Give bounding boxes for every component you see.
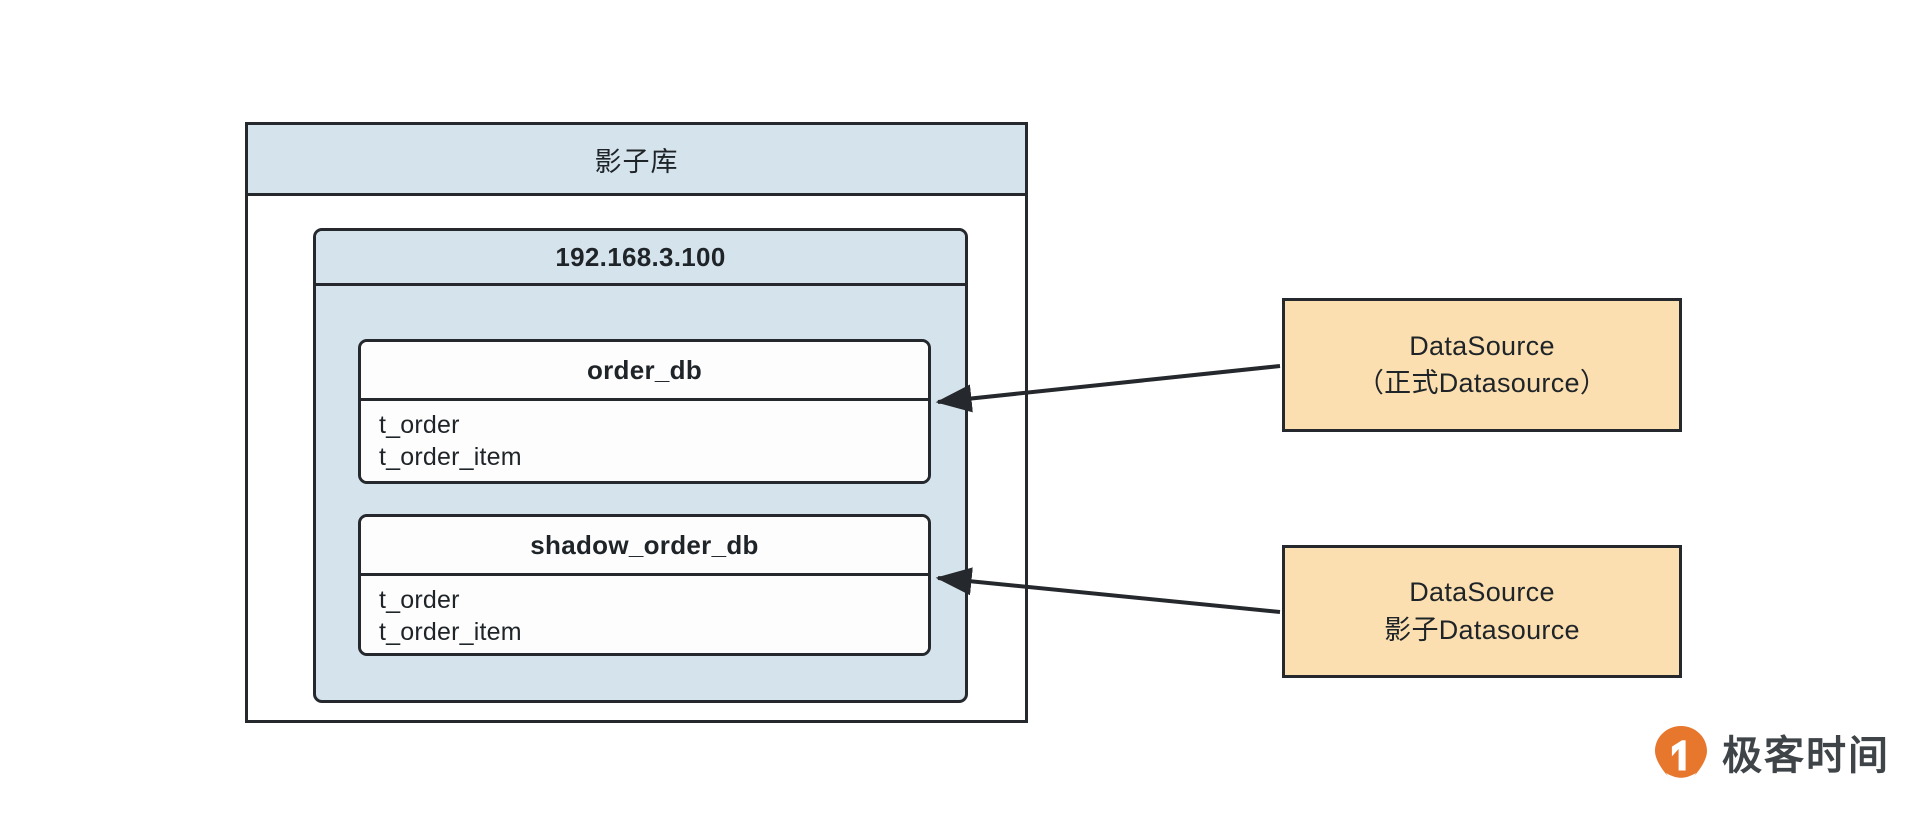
shadow-library-header: 影子库: [248, 125, 1025, 196]
table-list-shadow-order-db: t_order t_order_item: [361, 576, 928, 653]
shadow-library-title: 影子库: [594, 146, 679, 177]
host-header: 192.168.3.100: [316, 231, 965, 286]
datasource-box-shadow: DataSource 影子Datasource: [1282, 545, 1682, 678]
database-name-shadow-order-db: shadow_order_db: [361, 517, 928, 576]
datasource-shadow-line-1: DataSource: [1409, 577, 1555, 608]
location-pin-icon: [1655, 726, 1707, 787]
database-card-order-db: order_db t_order t_order_item: [358, 339, 931, 484]
datasource-box-primary: DataSource （正式Datasource）: [1282, 298, 1682, 432]
database-name-order-db: order_db: [361, 342, 928, 401]
table-row: t_order: [379, 411, 460, 439]
datasource-primary-line-2: （正式Datasource）: [1356, 368, 1608, 398]
shadow-library-container: 影子库 192.168.3.100 order_db t_order t_ord…: [245, 122, 1028, 723]
database-card-shadow-order-db: shadow_order_db t_order t_order_item: [358, 514, 931, 656]
datasource-shadow-line-2: 影子Datasource: [1384, 614, 1580, 645]
table-row: t_order_item: [379, 443, 522, 471]
host-box: 192.168.3.100 order_db t_order t_order_i…: [313, 228, 968, 703]
table-row: t_order: [379, 586, 460, 614]
table-list-order-db: t_order t_order_item: [361, 401, 928, 481]
host-ip-label: 192.168.3.100: [555, 241, 726, 272]
brand-logo: 极客时间: [1652, 725, 1890, 787]
table-row: t_order_item: [379, 618, 522, 646]
datasource-primary-line-1: DataSource: [1409, 330, 1555, 361]
brand-name: 极客时间: [1722, 733, 1890, 779]
